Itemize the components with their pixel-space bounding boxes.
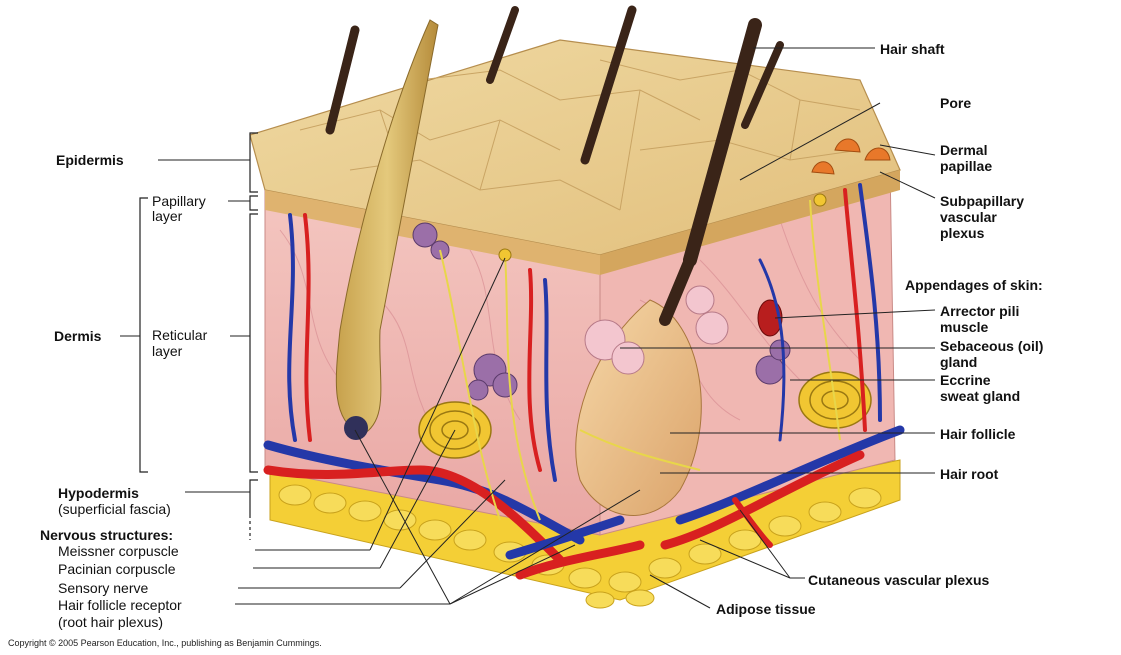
label-hair-follicle: Hair follicle	[940, 425, 1015, 443]
label-sebaceous-2: gland	[940, 353, 977, 371]
label-pacinian-corpuscle: Pacinian corpuscle	[58, 560, 176, 578]
label-superficial-fascia: (superficial fascia)	[58, 500, 171, 518]
copyright-notice: Copyright © 2005 Pearson Education, Inc.…	[8, 638, 322, 648]
label-pore: Pore	[940, 94, 971, 112]
label-dermal-papillae-2: papillae	[940, 157, 992, 175]
label-subpapillary-3: plexus	[940, 224, 984, 242]
label-hair-root: Hair root	[940, 465, 998, 483]
label-arrector-pili-2: muscle	[940, 318, 988, 336]
label-dermis: Dermis	[54, 327, 101, 345]
label-reticular-layer-2: layer	[152, 342, 182, 360]
label-hair-shaft: Hair shaft	[880, 40, 945, 58]
label-cutaneous-vascular-plexus: Cutaneous vascular plexus	[808, 571, 989, 589]
label-eccrine-2: sweat gland	[940, 387, 1020, 405]
label-appendages-of-skin: Appendages of skin:	[905, 276, 1043, 294]
label-epidermis: Epidermis	[56, 151, 124, 169]
label-adipose-tissue: Adipose tissue	[716, 600, 816, 618]
label-root-hair-plexus: (root hair plexus)	[58, 613, 163, 631]
label-hair-follicle-receptor: Hair follicle receptor	[58, 596, 182, 614]
label-papillary-layer-2: layer	[152, 207, 182, 225]
label-sensory-nerve: Sensory nerve	[58, 579, 148, 597]
label-meissner-corpuscle: Meissner corpuscle	[58, 542, 179, 560]
